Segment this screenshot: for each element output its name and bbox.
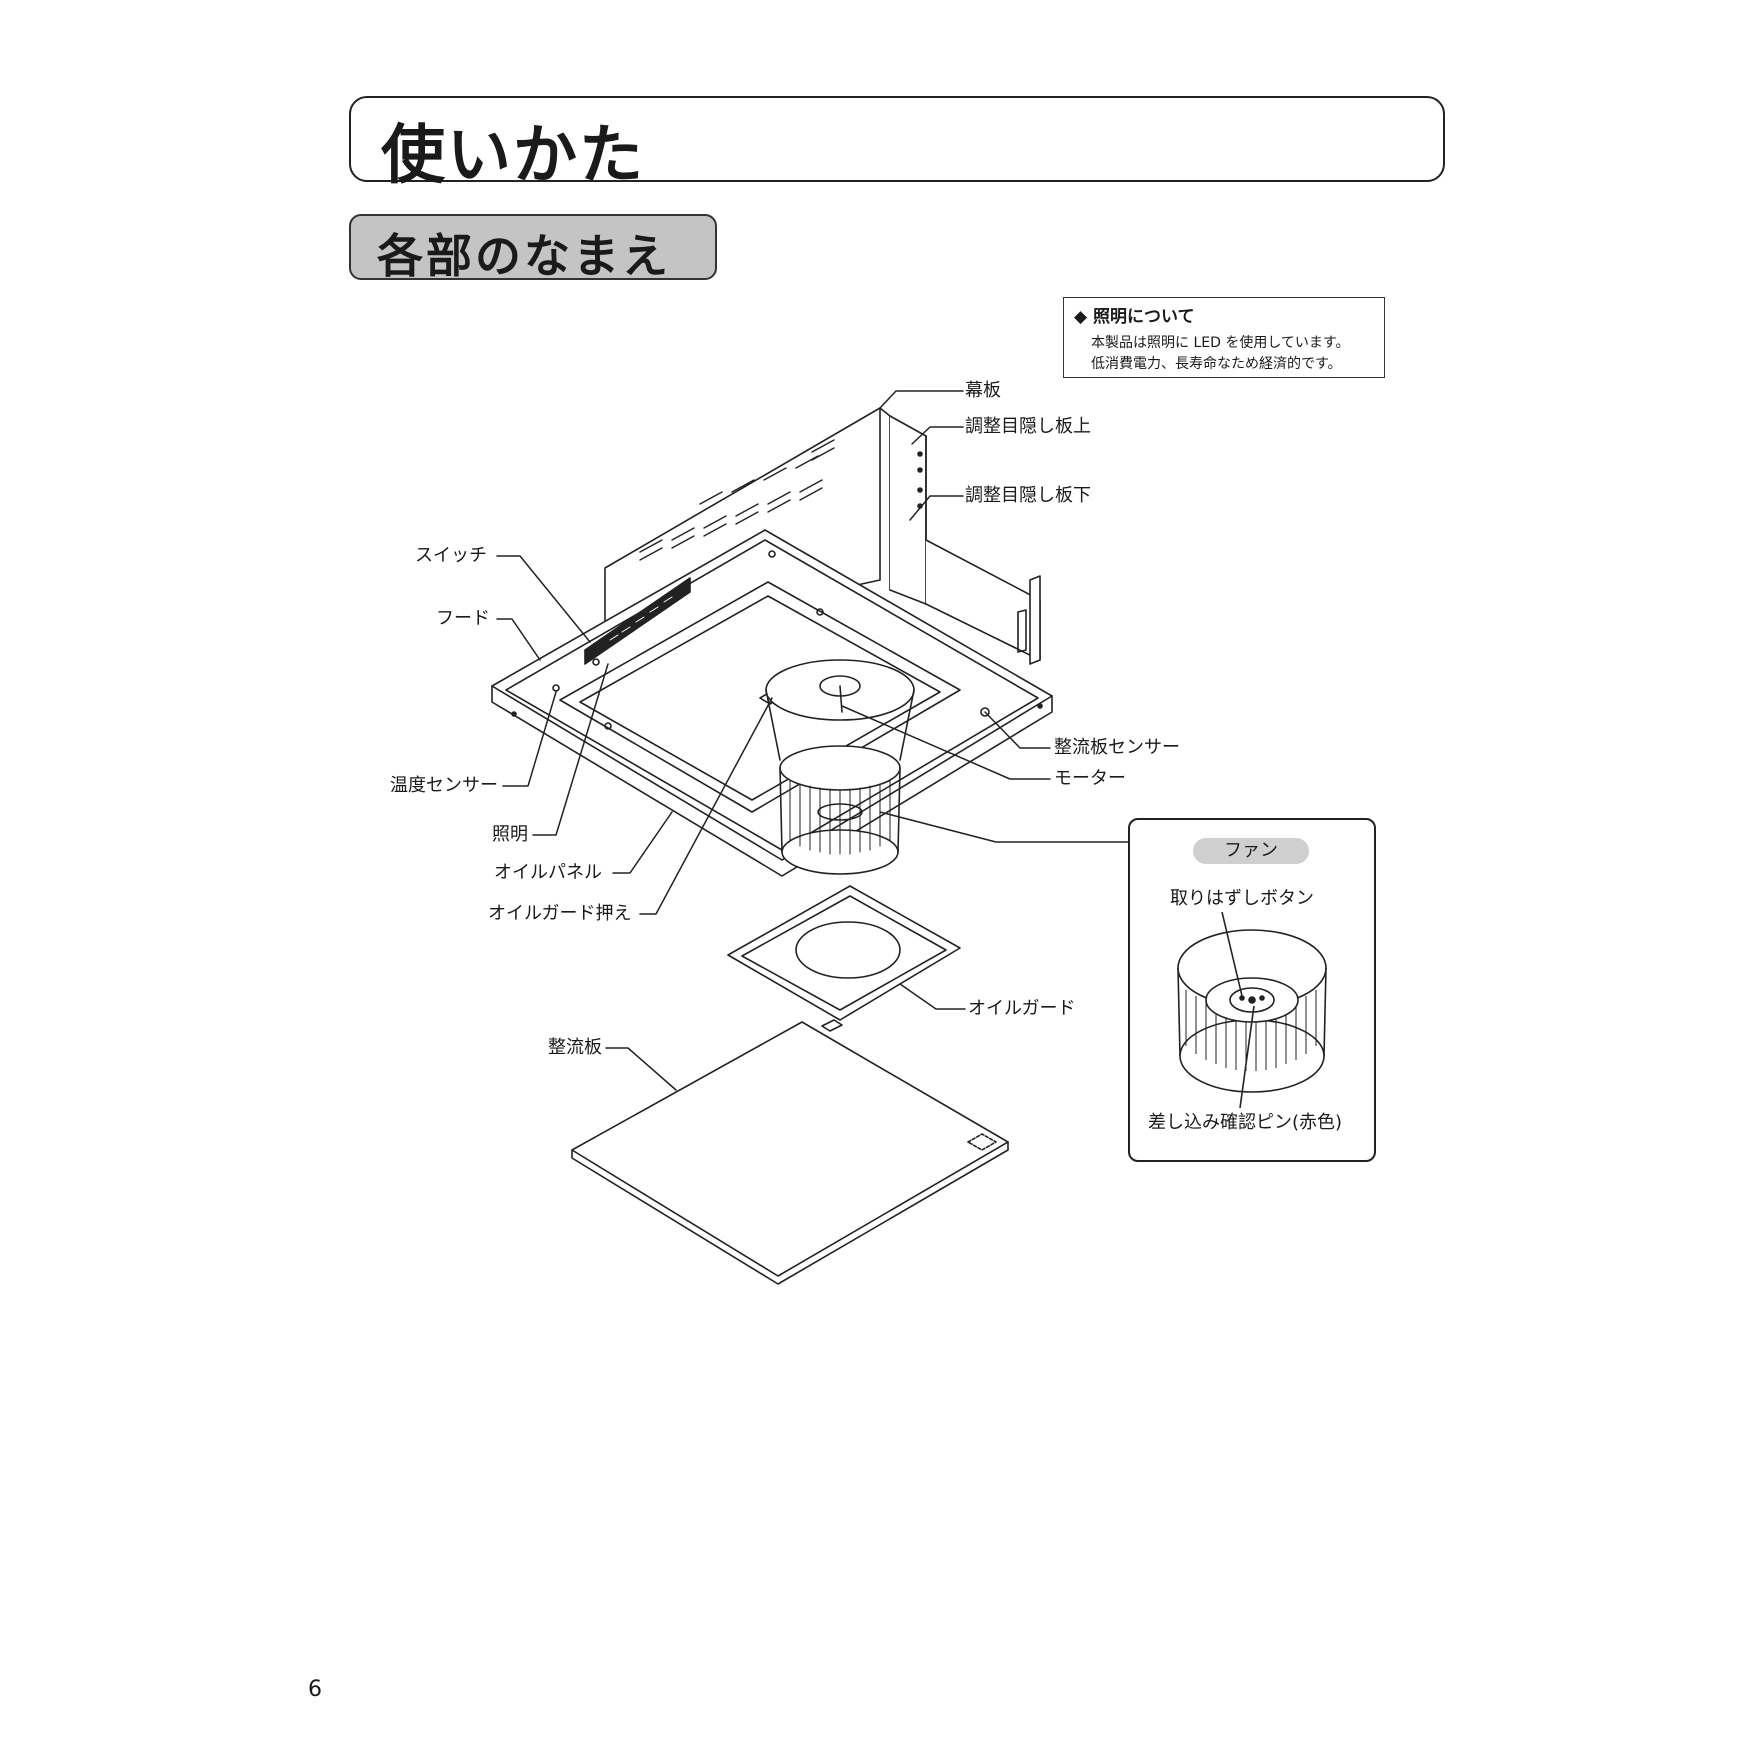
label-oil-guard-holder: オイルガード押え xyxy=(488,903,632,924)
page-number: 6 xyxy=(308,1677,322,1702)
label-hood: フード xyxy=(436,608,490,629)
label-adjust-cover-top: 調整目隠し板上 xyxy=(965,416,1091,437)
page-title-box: 使いかた xyxy=(349,96,1445,193)
label-oil-guard: オイルガード xyxy=(968,998,1076,1019)
lighting-note-title: ◆ 照明について xyxy=(1074,307,1195,327)
label-release-button: 取りはずしボタン xyxy=(1170,888,1314,909)
label-temperature-sensor: 温度センサー xyxy=(390,775,498,796)
label-light: 照明 xyxy=(492,824,528,845)
page-title: 使いかた xyxy=(381,119,645,193)
label-makuita: 幕板 xyxy=(965,380,1001,401)
lighting-note: ◆ 照明について 本製品は照明に LED を使用しています。 低消費電力、長寿命… xyxy=(1063,297,1385,378)
fan-detail-title: ファン xyxy=(1193,838,1309,864)
label-oil-panel: オイルパネル xyxy=(494,862,602,883)
label-motor: モーター xyxy=(1054,768,1126,789)
label-rectifier-plate: 整流板 xyxy=(548,1037,602,1058)
label-rectifier-sensor: 整流板センサー xyxy=(1054,737,1180,758)
lighting-note-line-2: 低消費電力、長寿命なため経済的です。 xyxy=(1091,356,1342,372)
fan-detail-drawing xyxy=(1177,911,1327,1109)
lighting-note-line-1: 本製品は照明に LED を使用しています。 xyxy=(1091,335,1350,351)
section-heading-box: 各部のなまえ xyxy=(349,214,717,283)
label-adjust-cover-bottom: 調整目隠し板下 xyxy=(965,485,1091,506)
section-heading: 各部のなまえ xyxy=(377,229,671,283)
label-switch: スイッチ xyxy=(415,545,487,566)
label-insert-check-pin: 差し込み確認ピン(赤色) xyxy=(1148,1112,1343,1133)
fan-detail-box: ファン 取りはずしボタン 差し込み確認ピン(赤色) xyxy=(1128,818,1376,1162)
